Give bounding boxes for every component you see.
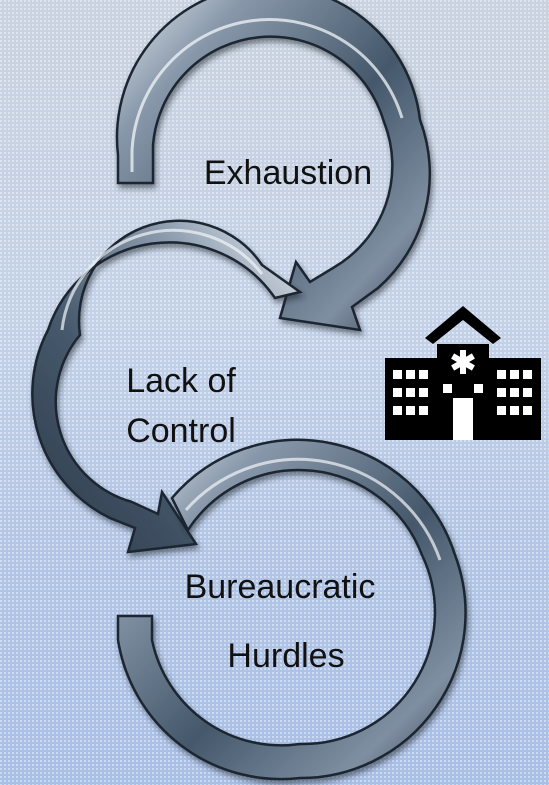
- step-label-line: Lack of: [126, 362, 236, 400]
- arrow-exhaustion: [115, 0, 432, 332]
- step-label-line: Exhaustion: [203, 154, 373, 192]
- step-label-lack-of-control: Lack of Control: [96, 356, 266, 456]
- hospital-icon: [385, 306, 541, 440]
- step-label-line: Hurdles: [227, 637, 345, 675]
- step-label-line: Bureaucratic: [184, 568, 376, 606]
- step-label-bureaucratic: Bureaucratic: [164, 566, 396, 608]
- arrow-lack-of-control: [31, 219, 303, 554]
- step-label-hurdles: Hurdles: [176, 635, 396, 677]
- step-label-exhaustion: Exhaustion: [178, 152, 398, 194]
- arrow-bureaucratic-hurdles: [116, 438, 467, 781]
- step-label-line: Control: [126, 412, 236, 450]
